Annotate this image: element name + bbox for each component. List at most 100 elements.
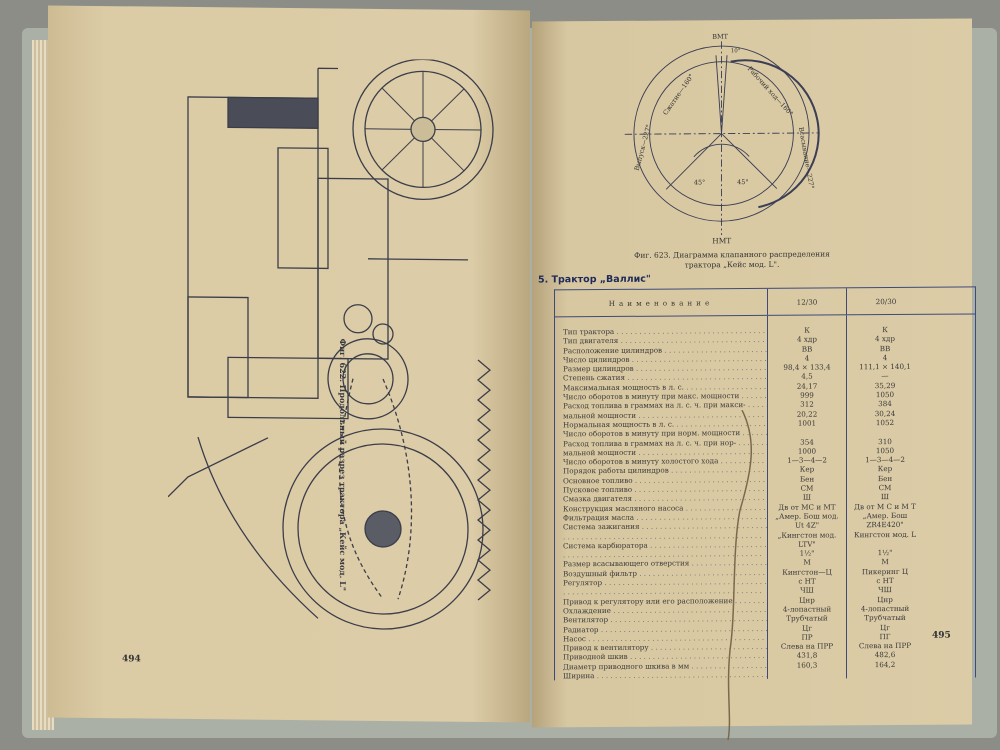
value-model-1: 354 [800,437,814,447]
value-model-2: с НТ [876,576,894,586]
value-model-1: 4 [804,353,810,363]
value-model-1: „Кингстон мод. [777,529,837,540]
value-model-2: Ш [880,492,890,502]
value-model-2: 35,29 [874,380,896,390]
value-model-1: ВВ [801,344,813,354]
value-model-2: 111,1 × 140,1 [859,362,911,372]
value-model-1: LTV" [798,539,816,549]
value-model-1: 1½" [799,548,815,558]
value-model-2: Дв от М С и М Т [854,501,916,511]
value-model-2: Кингстон мод. L [854,529,916,539]
value-model-1: 4-лопастный [782,604,832,614]
value-model-1: М [803,558,811,568]
value-model-2: 164,2 [874,659,896,669]
page-tear [727,409,753,741]
value-model-1: Ut 4Z" [794,520,820,530]
exhaust-label: Выпуск—227° [633,124,653,172]
value-model-2: Кер [877,464,893,474]
value-model-1: 160,3 [796,660,818,670]
angle-label: 45° [737,178,748,186]
value-model-1: 1000 [797,446,817,456]
value-model-1: Кингстон—Ц [782,567,832,577]
value-model-2: 4 хдр [875,334,895,344]
figure-caption: Фиг. 623. Диаграмма клапанного распредел… [592,249,872,271]
value-model-2: Цнр [877,594,893,604]
value-model-2 [846,427,924,437]
value-model-2: 1050 [875,445,895,455]
value-model-1: 999 [800,390,814,400]
value-model-1 [768,428,846,438]
value-model-2: 482,6 [874,650,896,660]
value-model-2: 1050 [875,390,895,400]
compression-label: Сжатие—160° [661,72,695,116]
value-model-1: Цг [801,623,813,633]
value-model-2: Слева на ПРР [858,640,912,651]
value-model-2: Пикеринг Ц [861,566,909,576]
value-model-1: 312 [800,399,814,410]
value-model-2: 1½" [877,548,893,558]
value-model-2: ZR4E420" [866,520,904,530]
page-number: 494 [122,654,141,665]
header-name: Наименование [608,297,714,308]
value-model-2: ПГ [879,631,891,641]
value-model-2: ВВ [879,343,891,353]
value-model-2: Цг [879,622,891,632]
value-model-1: 98,4 × 133,4 [783,362,831,372]
value-model-2: ЧШ [878,585,892,595]
value-model-2: Трубчатый [864,613,906,623]
value-model-2: 1052 [875,417,895,428]
value-model-2: — [881,371,889,381]
angle-label: 45° [694,178,705,186]
value-model-1 [768,669,846,679]
value-model-1: К [804,325,810,335]
value-model-1: Бен [799,474,815,484]
value-model-2: 4-лопастный [860,603,910,614]
value-model-2: Бен [877,473,893,483]
table-header: Наименование 12/30 20/30 [555,287,975,318]
value-model-1: 1001 [797,418,817,428]
table-row: Ширина [555,668,975,680]
page-number: 495 [932,630,951,641]
specs-table: Наименование 12/30 20/30 Тип трактораККТ… [554,286,976,681]
angle-label: 10° [731,48,741,54]
value-model-2: „Амер. Бош [862,510,908,521]
value-model-2: 310 [878,436,892,446]
value-model-1: 4 хдр [797,334,817,344]
value-model-2: М [881,557,889,567]
intake-label: Всасывание—227° [797,126,816,189]
tractor-cross-section-drawing [168,58,494,630]
right-page: ВМТ НМТ Выпуск—227° Сжатие—160° Рабочий … [532,18,976,741]
valve-timing-diagram: ВМТ НМТ Выпуск—227° Сжатие—160° Рабочий … [624,33,820,245]
value-model-1: Трубчатый [786,613,828,623]
value-model-1: с НТ [798,576,816,586]
value-model-1: СМ [800,483,814,493]
value-model-1: Ш [802,492,812,502]
value-model-1: ПР [801,632,813,642]
value-model-1: Кер [799,465,815,475]
figure-caption-line: трактора „Кейс мод. L". [684,259,780,270]
value-model-2: 1—3—4—2 [865,455,905,465]
figure-caption: Фиг. 622. Продольный разрез трактора „Ке… [338,338,348,592]
value-model-1: ЧШ [800,585,814,595]
value-model-2: 384 [878,399,892,409]
value-model-1: Слева на ПРР [780,641,834,651]
tdc-label: ВМТ [712,33,728,41]
value-model-1: 24,17 [796,381,818,391]
header-model-1: 12/30 [767,288,846,315]
value-model-1: 1—3—4—2 [787,455,827,465]
value-model-1: 4,5 [801,372,813,382]
value-model-2 [846,539,924,549]
value-model-1: Дв от МС и МТ [778,502,836,512]
value-model-2: 4 [882,352,888,362]
value-model-1: 431,8 [796,650,818,661]
bdc-label: НМТ [712,236,731,245]
value-model-1: „Амер. Бош мод. [775,511,839,521]
value-model-2: 30,24 [874,408,896,418]
value-model-1: Цнр [799,595,815,605]
left-page: Фиг. 622. Продольный разрез трактора „Ке… [48,5,530,723]
value-model-2: К [882,325,888,335]
section-title: 5. Трактор „Валлис" [538,273,651,286]
value-model-2: СМ [878,483,892,493]
value-model-1: 20,22 [796,409,818,419]
